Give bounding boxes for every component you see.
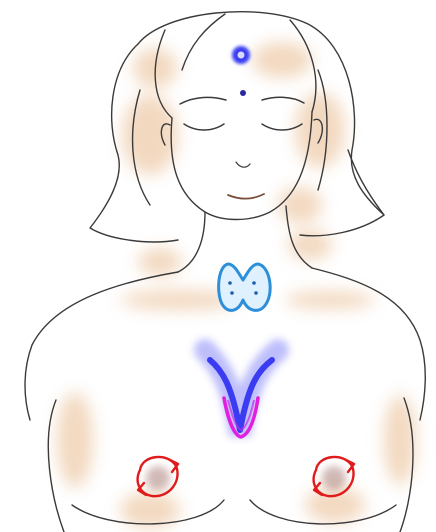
right-eyebrow [262,97,304,103]
left-eyebrow [180,97,226,104]
circular-arrow-icon [138,457,178,496]
energy-beam [232,46,250,405]
left-eye-closed [184,124,224,130]
